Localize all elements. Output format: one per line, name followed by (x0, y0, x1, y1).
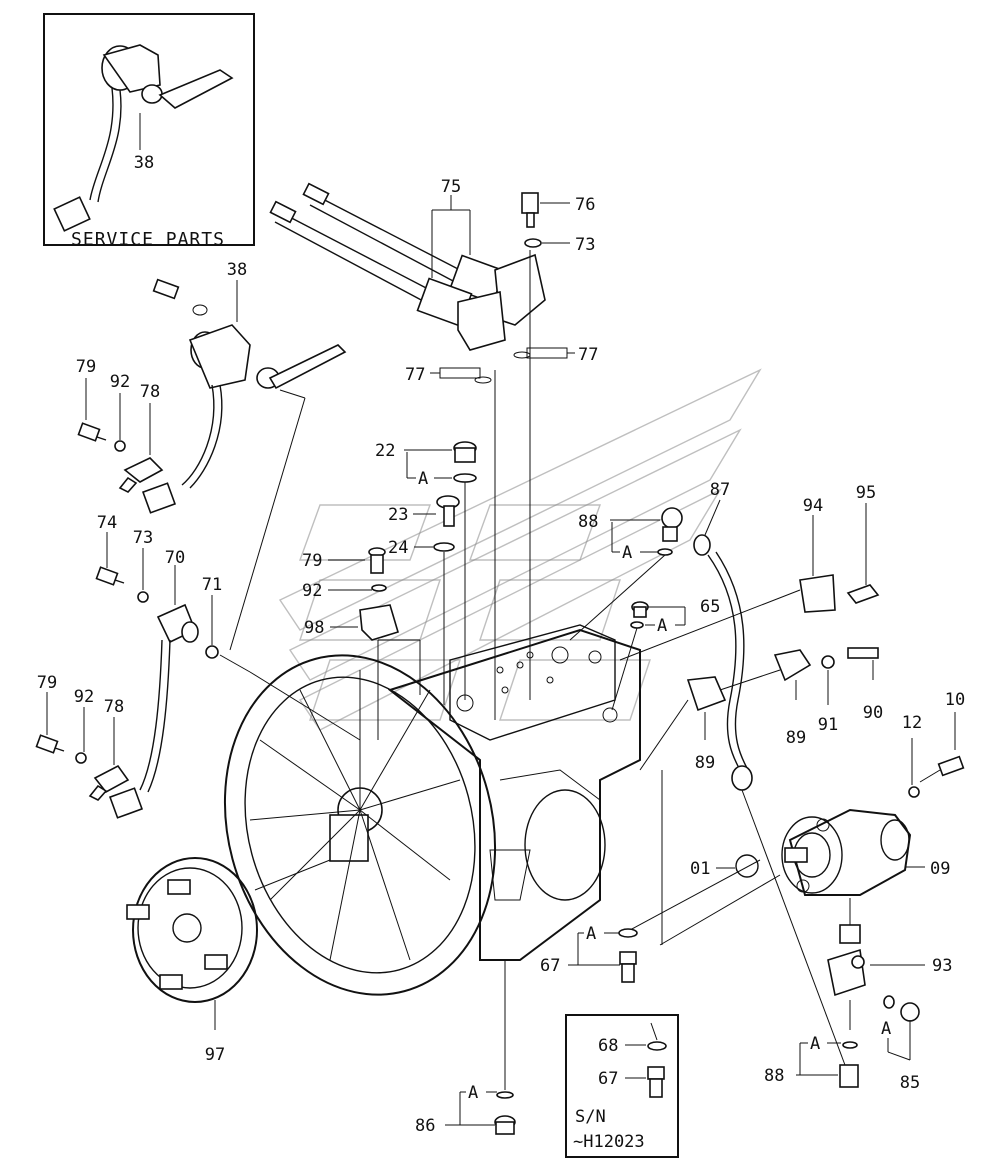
callout-01: 01 (690, 859, 710, 879)
callout-22: 22 (375, 441, 395, 461)
solenoid-valves-75 (269, 182, 546, 720)
gear-pump-09 (629, 755, 965, 946)
callout-79-center: 79 (302, 551, 322, 571)
callout-75: 75 (441, 177, 461, 197)
callout-73-top: 73 (575, 235, 595, 255)
callout-98: 98 (304, 618, 324, 638)
callout-94: 94 (803, 496, 823, 516)
callout-89-right: 89 (786, 728, 806, 748)
callout-A-85: A (881, 1019, 891, 1039)
coupling-97 (126, 857, 331, 1003)
callout-79-upper: 79 (76, 357, 96, 377)
callout-74: 74 (97, 513, 117, 533)
callout-68-inset: 68 (598, 1036, 618, 1056)
callout-79-lower: 79 (37, 673, 57, 693)
callout-10: 10 (945, 690, 965, 710)
callout-A-86: A (468, 1083, 478, 1103)
callout-38-inset: 38 (134, 153, 154, 173)
callout-23: 23 (388, 505, 408, 525)
center-plugs-and-bracket (359, 441, 477, 705)
callout-A-88-lower: A (810, 1034, 820, 1054)
callout-78-lower: 78 (104, 697, 124, 717)
right-fittings (569, 507, 880, 791)
fitting-block-93 (741, 789, 920, 1088)
callout-73-left: 73 (133, 528, 153, 548)
callout-95: 95 (856, 483, 876, 503)
callout-90: 90 (863, 703, 883, 723)
callout-A-65: A (657, 616, 667, 636)
callout-92-lower: 92 (74, 687, 94, 707)
serial-number-inset (565, 1014, 679, 1158)
bolt-washer-clamp-lower (35, 734, 130, 801)
callout-78-upper: 78 (140, 382, 160, 402)
callout-24: 24 (388, 538, 408, 558)
watermark-logo (278, 368, 762, 731)
callout-65: 65 (700, 597, 720, 617)
callout-A-67: A (586, 924, 596, 944)
service-parts-caption: SERVICE PARTS (71, 229, 225, 250)
callout-76: 76 (575, 195, 595, 215)
serial-number-value: ~H12023 (573, 1132, 645, 1152)
pump-main-body (223, 624, 641, 996)
bolt-washer-clamp-upper (77, 422, 164, 493)
callout-88-upper: 88 (578, 512, 598, 532)
callout-12: 12 (902, 713, 922, 733)
callout-91: 91 (818, 715, 838, 735)
sensor-70-assembly (95, 566, 251, 819)
callout-97: 97 (205, 1045, 225, 1065)
sensor-67-and-plug-86 (494, 928, 638, 1135)
callout-77-right: 77 (578, 345, 598, 365)
service-parts-inset (43, 13, 255, 246)
callout-71: 71 (202, 575, 222, 595)
callout-38-main: 38 (227, 260, 247, 280)
callout-88-lower: 88 (764, 1066, 784, 1086)
serial-number-label: S/N (575, 1107, 606, 1127)
callout-77-left: 77 (405, 365, 425, 385)
callout-92-center: 92 (302, 581, 322, 601)
callout-89-left: 89 (695, 753, 715, 773)
callout-70: 70 (165, 548, 185, 568)
sensor-38-assembly (141, 278, 347, 651)
callout-09: 09 (930, 859, 950, 879)
callout-67: 67 (540, 956, 560, 976)
callout-92-upper: 92 (110, 372, 130, 392)
callout-86: 86 (415, 1116, 435, 1136)
callout-A-88: A (622, 543, 632, 563)
callout-87: 87 (710, 480, 730, 500)
callout-67-inset: 67 (598, 1069, 618, 1089)
callout-93: 93 (932, 956, 952, 976)
callout-A-22: A (418, 469, 428, 489)
callout-85: 85 (900, 1073, 920, 1093)
